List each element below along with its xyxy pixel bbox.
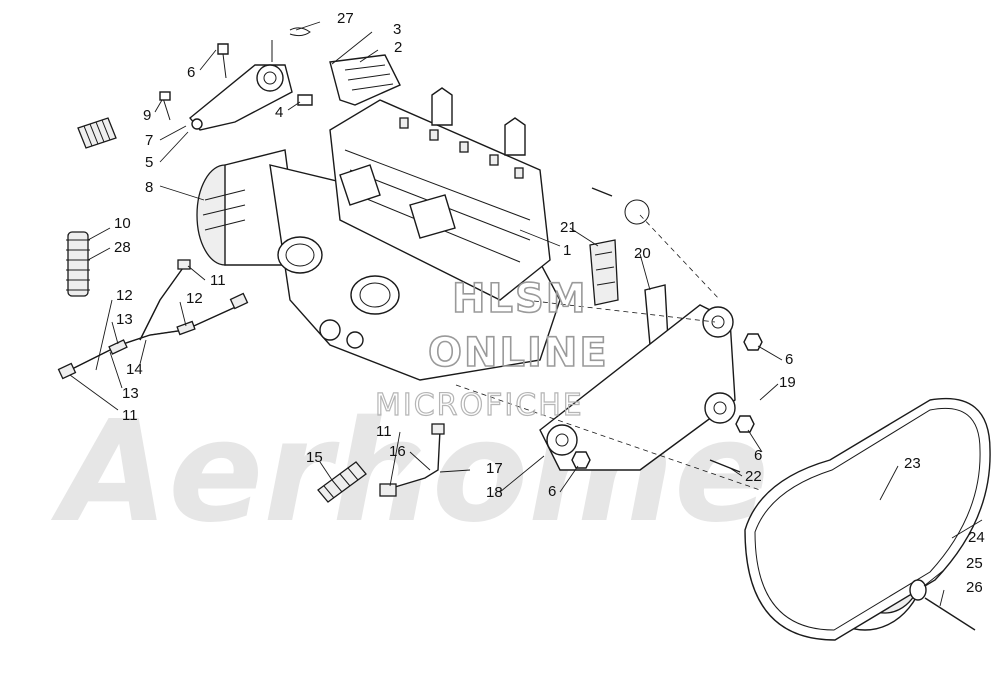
callout-18: 18 xyxy=(486,484,503,501)
callout-26: 26 xyxy=(966,579,983,596)
upper-bolt xyxy=(591,187,650,225)
exhaust-ports xyxy=(339,164,456,239)
magneto-fins xyxy=(202,189,246,231)
callout-16: 16 xyxy=(389,443,406,460)
callout-14: 14 xyxy=(126,361,143,378)
callout-labels: 27 3 2 6 4 9 7 5 8 10 28 11 12 12 13 14 … xyxy=(114,10,985,596)
springs-10-28 xyxy=(66,231,90,297)
intake-ports xyxy=(277,236,400,315)
callout-11-third: 11 xyxy=(376,423,392,440)
centerlines xyxy=(455,214,761,491)
spring-9 xyxy=(77,91,171,149)
watermark-line-3: MICROFICHE xyxy=(375,388,584,423)
watermark-line-1: HLSM xyxy=(452,276,588,322)
head-bolts xyxy=(399,117,524,179)
watermark-line-2: ONLINE xyxy=(428,330,609,376)
callout-6-third: 6 xyxy=(754,447,762,464)
callout-12-second: 12 xyxy=(186,290,203,307)
oil-pump xyxy=(319,319,364,349)
callout-8: 8 xyxy=(145,179,153,196)
linkage-16-17 xyxy=(379,423,445,497)
washer-bolt xyxy=(909,579,976,631)
clip-27 xyxy=(271,27,311,62)
callout-12: 12 xyxy=(116,287,133,304)
callout-9: 9 xyxy=(143,107,151,124)
callout-13-second: 13 xyxy=(122,385,139,402)
callout-3: 3 xyxy=(393,21,401,38)
callout-6-fourth: 6 xyxy=(548,483,556,500)
callout-24: 24 xyxy=(968,529,985,546)
callout-11: 11 xyxy=(210,272,226,289)
callout-6: 6 xyxy=(187,64,195,81)
mount-plate xyxy=(329,54,401,106)
hlsm-watermark: HLSM ONLINE MICROFICHE xyxy=(374,275,609,423)
rear-mount-plate xyxy=(539,304,763,473)
callout-15: 15 xyxy=(306,449,323,466)
callout-6-second: 6 xyxy=(785,351,793,368)
callout-11-second: 11 xyxy=(122,407,138,424)
bracket-21 xyxy=(589,239,619,306)
callout-22: 22 xyxy=(745,468,762,485)
callout-10: 10 xyxy=(114,215,131,232)
callout-28: 28 xyxy=(114,239,131,256)
callout-19: 19 xyxy=(779,374,796,391)
engine-assembly xyxy=(196,87,561,381)
callout-1: 1 xyxy=(563,242,571,259)
callout-25: 25 xyxy=(966,555,983,572)
leader-lines xyxy=(69,21,983,607)
callout-20: 20 xyxy=(634,245,651,262)
callout-27: 27 xyxy=(337,10,354,27)
drive-belt xyxy=(744,397,991,641)
callout-17: 17 xyxy=(486,460,503,477)
callout-13: 13 xyxy=(116,311,133,328)
spring-15 xyxy=(317,461,367,503)
callout-23: 23 xyxy=(904,455,921,472)
callout-2: 2 xyxy=(394,39,402,56)
hoses xyxy=(57,259,249,380)
callout-5: 5 xyxy=(145,154,153,171)
callout-21: 21 xyxy=(560,219,577,236)
spark-plugs xyxy=(431,87,526,156)
callout-7: 7 xyxy=(145,132,153,149)
callout-4: 4 xyxy=(275,104,283,121)
front-mount-bracket xyxy=(189,43,313,131)
